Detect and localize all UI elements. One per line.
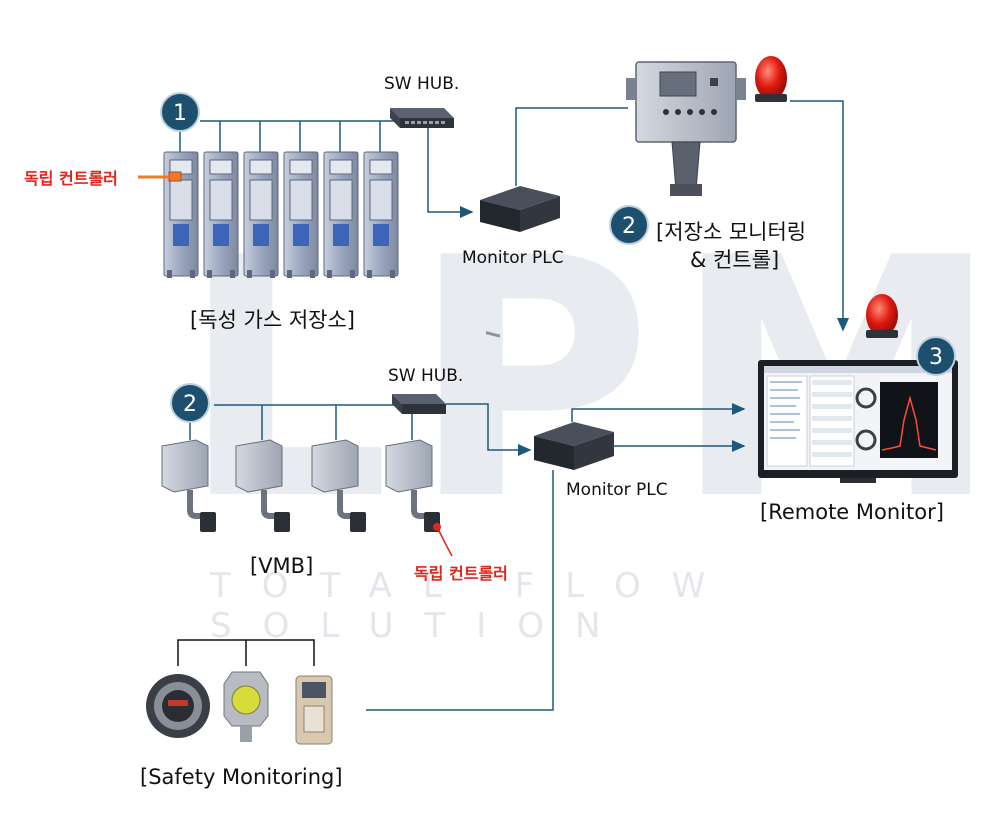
sw-hub-top-label: SW HUB. bbox=[384, 74, 460, 94]
monitor-plc-top-label: Monitor PLC bbox=[462, 248, 564, 268]
connector-plc-to-remote-1 bbox=[571, 403, 746, 422]
independent-controller-top-label: 독립 컨트롤러 bbox=[24, 169, 118, 188]
step-badge-1: 1 bbox=[160, 92, 200, 132]
gas-cabinet bbox=[243, 151, 279, 278]
storage-monitoring-caption-line2: & 컨트롤] bbox=[690, 248, 780, 272]
storage-caption: [독성 가스 저장소] bbox=[190, 308, 355, 332]
gas-detector-2 bbox=[223, 671, 269, 742]
alarm-beacon-remote bbox=[866, 294, 898, 338]
monitor-plc-mid-label: Monitor PLC bbox=[566, 480, 668, 500]
sw-hub-top-device bbox=[390, 108, 454, 128]
vmb-unit bbox=[161, 439, 216, 532]
safety-bus bbox=[177, 639, 315, 666]
safety-devices bbox=[146, 671, 333, 745]
storage-monitoring-caption-line1: [저장소 모니터링 bbox=[656, 220, 807, 244]
safety-monitoring-caption: [Safety Monitoring] bbox=[140, 765, 343, 789]
alarm-beacon-top bbox=[755, 56, 787, 102]
watermark-slogan: TOTAL FLOW SOLUTION bbox=[210, 566, 737, 646]
connector-hub-to-plc-top bbox=[427, 128, 474, 218]
connector-hub-to-plc-mid bbox=[446, 403, 532, 456]
vmb-caption: [VMB] bbox=[250, 554, 314, 578]
sw-hub-mid-device bbox=[392, 394, 446, 414]
sw-hub-mid-label: SW HUB. bbox=[388, 366, 464, 386]
vmb-bus bbox=[189, 404, 413, 440]
storage-bus bbox=[179, 120, 395, 152]
remote-monitor-device bbox=[758, 360, 958, 483]
monitor-plc-top-device bbox=[480, 186, 560, 338]
remote-monitor-caption: [Remote Monitor] bbox=[760, 500, 944, 524]
step-badge-3: 3 bbox=[916, 336, 956, 376]
independent-controller-marker-top bbox=[168, 171, 182, 182]
independent-controller-vmb-label: 독립 컨트롤러 bbox=[414, 564, 508, 583]
connector-safety-to-plc bbox=[366, 470, 554, 711]
gas-cabinet bbox=[363, 151, 399, 278]
gas-detector-1 bbox=[146, 674, 210, 738]
vmb-unit bbox=[385, 439, 440, 532]
monitor-plc-mid-device bbox=[534, 422, 614, 470]
storage-cabinets bbox=[138, 151, 399, 278]
vmb-unit bbox=[235, 439, 290, 532]
gas-cabinet bbox=[283, 151, 319, 278]
connector-plc-to-panel bbox=[515, 107, 628, 186]
gas-detector-3 bbox=[295, 675, 333, 745]
gas-cabinet bbox=[163, 151, 199, 278]
vmb-unit bbox=[311, 439, 366, 532]
gas-cabinet bbox=[203, 151, 239, 278]
step-badge-2-vmb: 2 bbox=[170, 383, 210, 423]
storage-monitoring-panel bbox=[626, 61, 746, 196]
gas-cabinet bbox=[323, 151, 359, 278]
vmb-units bbox=[161, 439, 453, 557]
connector-panel-to-remote bbox=[790, 100, 849, 332]
step-badge-2-top: 2 bbox=[609, 205, 649, 245]
